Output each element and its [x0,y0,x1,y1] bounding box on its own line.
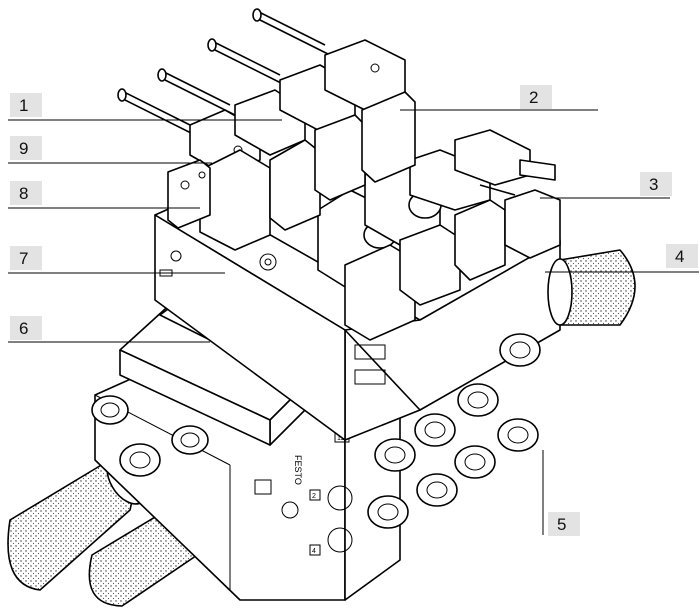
svg-text:8: 8 [19,184,28,203]
svg-text:5: 5 [557,515,566,534]
solenoid-coil-4 [324,39,416,183]
label-4: 4 [666,244,698,268]
svg-text:2: 2 [529,88,538,107]
cable-1 [117,88,196,136]
fitting-base-left-1 [91,395,129,425]
port-markings: 12 2 4 FESTO [293,435,345,555]
cable-2 [157,68,236,116]
fitting-1 [499,333,541,367]
port-12-label: 12 [337,435,345,442]
brand-logo-side: FESTO [293,455,303,485]
label-1: 1 [10,93,42,117]
svg-text:1: 1 [19,96,28,115]
solenoid-coil-3 [279,64,366,201]
label-3: 3 [640,172,672,196]
label-2: 2 [520,85,552,109]
fitting-base-left-2 [119,443,161,477]
label-7: 7 [10,246,42,270]
port-4-label: 4 [312,548,316,555]
supply-fittings [367,333,541,529]
port-2-label: 2 [312,493,316,500]
cable-3 [207,38,286,86]
svg-text:6: 6 [19,319,28,338]
fitting-base-left-3 [171,425,209,455]
svg-text:7: 7 [19,249,28,268]
solenoid-coil-1 [189,109,271,251]
svg-text:3: 3 [649,175,658,194]
fitting-5 [454,445,496,479]
label-5: 5 [548,512,580,536]
cable-4 [252,8,331,56]
silencer-right-side [547,249,636,326]
fitting-2 [457,383,499,417]
label-9: 9 [10,136,42,160]
fitting-4 [414,413,456,447]
label-8: 8 [10,181,42,205]
label-6: 6 [10,316,42,340]
fitting-7 [416,473,458,507]
solenoid-base-left [167,159,211,229]
fitting-8 [367,495,409,529]
fitting-6 [374,438,416,472]
callout-lines [8,109,699,535]
fitting-3 [497,418,539,452]
solenoid-front-4 [454,129,561,259]
svg-text:9: 9 [19,139,28,158]
svg-text:4: 4 [675,247,684,266]
